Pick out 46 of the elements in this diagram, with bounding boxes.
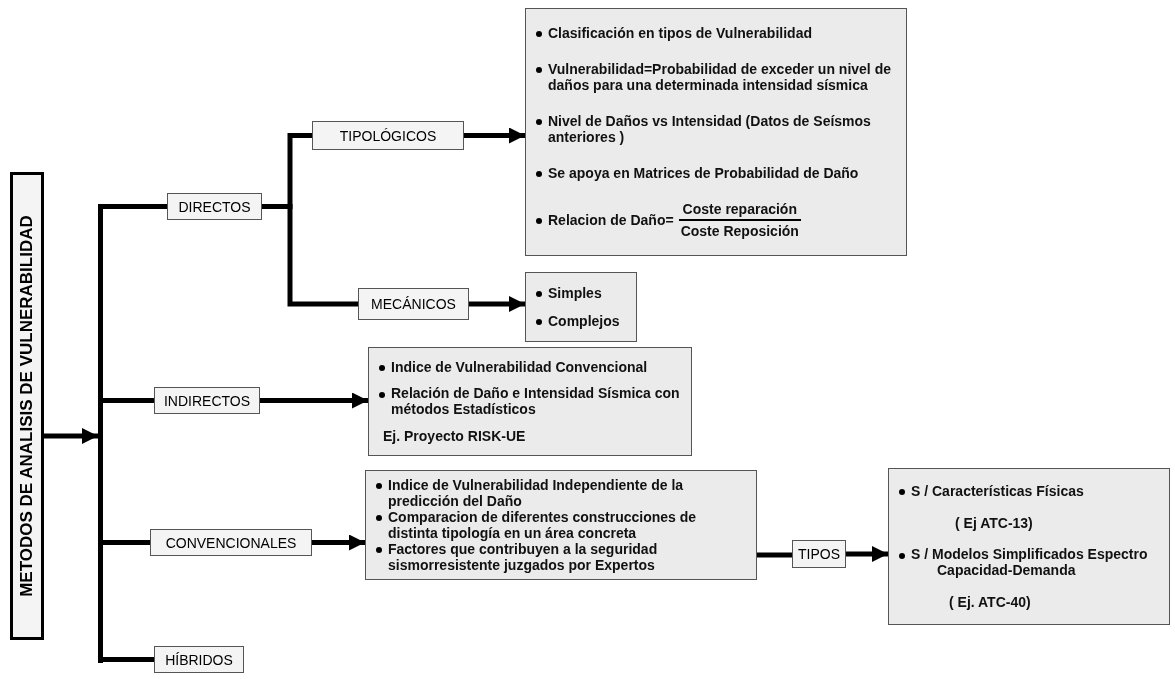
fraction-numerator: Coste reparación bbox=[678, 201, 801, 221]
heading-box bbox=[10, 172, 44, 640]
bullet-text: Indice de Vulnerabilidad Independiente de la predicción del Daño bbox=[374, 477, 748, 509]
example-note: ( Ej ATC-13) bbox=[954, 514, 1034, 531]
connector-line bbox=[101, 204, 167, 209]
connector-arrow bbox=[44, 428, 98, 444]
description-panel bbox=[525, 272, 637, 342]
connector-arrow bbox=[464, 127, 525, 144]
connector-line bbox=[757, 552, 792, 558]
example-note: ( Ej. ATC-40) bbox=[948, 594, 1032, 611]
category-box: MECÁNICOS bbox=[358, 288, 469, 320]
category-box: TIPOS bbox=[792, 540, 846, 568]
connector-line bbox=[101, 540, 150, 545]
category-box: INDIRECTOS bbox=[154, 387, 260, 414]
description-panel bbox=[888, 468, 1170, 625]
fraction-denominator: Coste Reposición bbox=[679, 222, 800, 239]
bullet-text: Comparacion de diferentes construcciones de distinta tipología en un área concreta bbox=[374, 509, 748, 541]
connector-arrow bbox=[260, 392, 368, 409]
bullet-text: Relacion de Daño= bbox=[534, 212, 674, 228]
connector-line bbox=[101, 398, 154, 403]
bullet-text: S / Características Físicas bbox=[897, 482, 1161, 499]
connector-arrow bbox=[846, 546, 888, 562]
description-panel bbox=[365, 470, 757, 580]
bullet-text: Relación de Daño e Intensidad Sísmica con métodos Estadísticos bbox=[377, 385, 683, 418]
bullet-text: S / Modelos Simplificados Espectro Capacidad-Demanda bbox=[897, 546, 1149, 579]
bullet-text: Indice de Vulnerabilidad Convencional bbox=[377, 359, 683, 376]
connector-arrow bbox=[469, 296, 525, 312]
bullet-text: Nivel de Daños vs Intensidad (Datos de Seísmos anteriores ) bbox=[534, 113, 898, 145]
bullet-text: Factores que contribuyen a la seguridad sismorresistente juzgados por Expertos bbox=[374, 541, 748, 573]
bullet-text: Complejos bbox=[534, 313, 628, 329]
bullet-text: Vulnerabilidad=Probabilidad de exceder un nivel de daños para una determinada intensidad sísmica bbox=[534, 61, 898, 93]
bullet-text: Simples bbox=[534, 285, 628, 301]
category-box: DIRECTOS bbox=[167, 193, 262, 220]
category-box: CONVENCIONALES bbox=[150, 529, 312, 556]
connector-line bbox=[262, 204, 358, 307]
description-panel bbox=[368, 347, 692, 456]
vertical-bar bbox=[98, 204, 103, 663]
connector-line bbox=[101, 657, 154, 662]
category-box: HÍBRIDOS bbox=[154, 646, 244, 673]
bullet-text: Clasificación en tipos de Vulnerabilidad bbox=[534, 25, 898, 41]
bullet-text: Se apoya en Matrices de Probabilidad de Daño bbox=[534, 165, 898, 181]
example-note: Ej. Proyecto RISK-UE bbox=[382, 427, 527, 444]
description-panel bbox=[525, 8, 907, 256]
connector-arrow bbox=[312, 534, 365, 551]
vertical-heading: METODOS DE ANALISIS DE VULNERABILIDAD bbox=[17, 215, 37, 597]
category-box: TIPOLÓGICOS bbox=[312, 121, 464, 150]
